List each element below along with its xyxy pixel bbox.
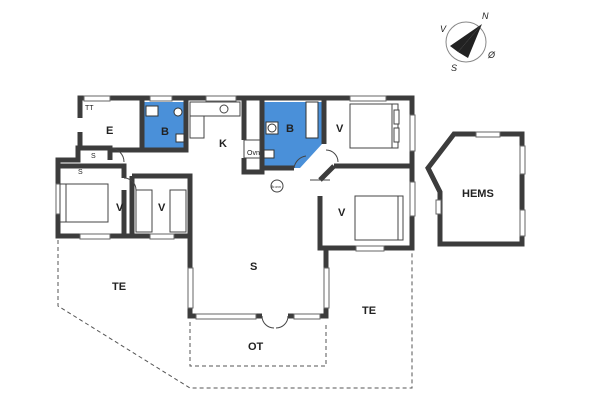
- fixture-label-s2: S: [78, 169, 83, 176]
- terrace-outline-left: [57, 240, 413, 389]
- room-label-v2: V: [158, 202, 166, 214]
- fixture-label-brann: Br.ovn: [271, 185, 281, 189]
- fixture-label-tt: TT: [85, 105, 94, 112]
- hems-walls: [425, 131, 525, 247]
- fixture-label-ovn: Ovn: [247, 150, 260, 157]
- kitchen-counter: [189, 101, 261, 159]
- room-label-hems: HEMS: [462, 188, 494, 200]
- room-label-v3: V: [336, 123, 344, 135]
- compass-s: S: [451, 63, 457, 73]
- room-label-te2: TE: [362, 305, 376, 317]
- room-label-k: K: [219, 138, 227, 150]
- hems-window-right2: [519, 209, 526, 237]
- room-label-b1: B: [161, 126, 169, 138]
- fixture-label-s1: S: [91, 153, 96, 160]
- hems-window-top: [475, 131, 501, 138]
- room-label-te1: TE: [112, 281, 126, 293]
- compass-rose: N V Ø S: [440, 11, 496, 73]
- room-label-v1: V: [116, 202, 124, 214]
- compass-n: N: [482, 11, 489, 21]
- bath-fixtures: [145, 101, 319, 159]
- beds: [59, 103, 404, 241]
- hems-window-left: [435, 199, 442, 215]
- compass-v: V: [440, 24, 447, 34]
- hems-window-right: [519, 145, 526, 175]
- room-label-v4: V: [338, 207, 346, 219]
- room-label-s: S: [250, 261, 257, 273]
- room-label-e: E: [106, 125, 113, 137]
- doors: [109, 147, 339, 329]
- windows: [55, 95, 416, 320]
- room-label-b2: B: [286, 123, 294, 135]
- compass-o: Ø: [487, 50, 496, 60]
- stove-icon: [270, 179, 284, 193]
- room-label-ot: OT: [248, 341, 264, 353]
